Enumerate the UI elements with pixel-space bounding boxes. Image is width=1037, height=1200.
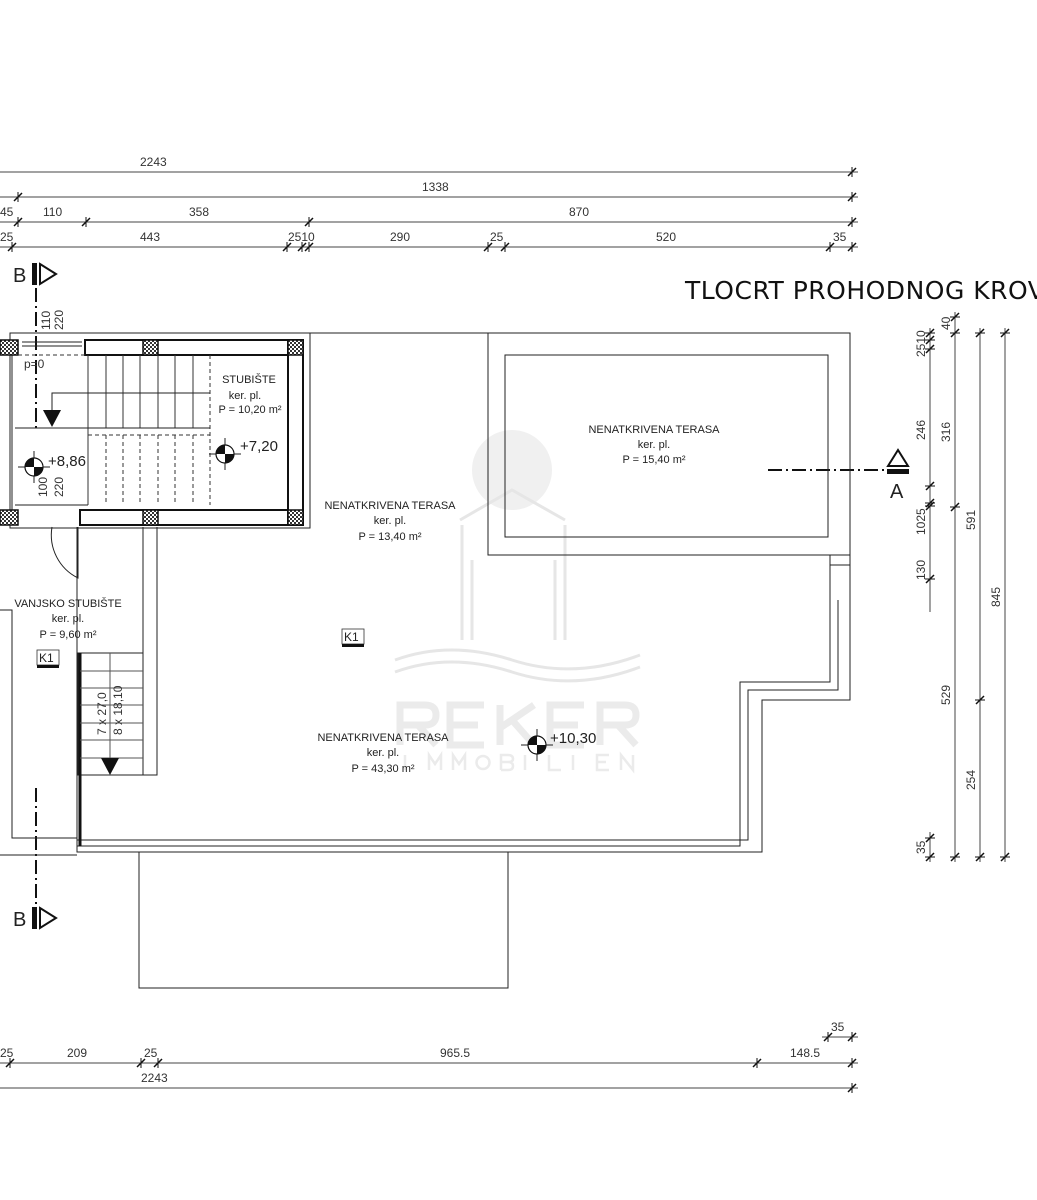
room-name: STUBIŠTE — [222, 373, 276, 386]
dim-label: 110 — [43, 205, 62, 219]
room-name: NENATKRIVENA TERASA — [324, 500, 456, 512]
room-terasa-15: NENATKRIVENA TERASA ker. pl. P = 15,40 m… — [588, 424, 720, 466]
room-floor: ker. pl. — [638, 439, 670, 451]
dim-label: 25 — [144, 1046, 158, 1060]
bottom-dimensions: 35 25 209 25 965.5 148.5 2243 — [0, 1020, 858, 1094]
dim-label: 965.5 — [440, 1046, 470, 1060]
dim-label: 1025 — [914, 508, 928, 535]
dim-label: 35 — [914, 840, 928, 854]
level-label: +8,86 — [48, 453, 86, 470]
dim-label: 316 — [939, 422, 953, 442]
dim-label: 358 — [189, 205, 209, 219]
dim-label: 220 — [52, 477, 66, 497]
dim-label: 209 — [67, 1046, 87, 1060]
section-marker-b-bottom: B — [13, 906, 58, 931]
dim-label: 100 — [36, 477, 50, 497]
stair-spec: 8 x 18,10 — [111, 685, 125, 735]
stair-spec: 7 x 27,0 — [95, 692, 109, 735]
dim-label: 2510 — [288, 230, 315, 244]
section-label: A — [890, 481, 904, 503]
dim-label: 591 — [964, 510, 978, 530]
dim-label: 148.5 — [790, 1046, 820, 1060]
room-floor: ker. pl. — [367, 747, 399, 759]
tag-k1: K1 — [36, 649, 60, 668]
stair-direction-arrow-icon — [43, 410, 61, 427]
dim-label: 870 — [569, 205, 589, 219]
dim-label: 25 — [0, 230, 14, 244]
room-name: VANJSKO STUBIŠTE — [14, 597, 121, 610]
room-area: P = 15,40 m² — [622, 454, 685, 466]
room-name: NENATKRIVENA TERASA — [317, 732, 449, 744]
section-marker-a: A — [886, 448, 910, 503]
watermark-logo — [394, 430, 641, 774]
dim-label: 520 — [656, 230, 676, 244]
dim-total-bottom: 2243 — [141, 1071, 168, 1085]
right-dimensions: 2510 246 1025 130 35 40 316 529 591 254 … — [914, 312, 1011, 862]
level-marker-icon — [208, 437, 242, 471]
dim-1338: 1338 — [422, 180, 449, 194]
dim-label: 443 — [140, 230, 160, 244]
drawing-title: TLOCRT PROHODNOG KROVA — [684, 276, 1037, 305]
tag-label: K1 — [39, 651, 54, 665]
dim-label: 290 — [390, 230, 410, 244]
dim-label: 254 — [964, 770, 978, 790]
section-marker-b-top: B — [13, 262, 58, 287]
room-floor: ker. pl. — [374, 515, 406, 527]
level-label: +7,20 — [240, 438, 278, 455]
dim-label: 845 — [989, 587, 1003, 607]
dim-label: 246 — [914, 420, 928, 440]
dim-label: 40 — [939, 316, 953, 330]
tag-k1: K1 — [341, 628, 365, 647]
dim-label: 130 — [914, 560, 928, 580]
dim-label: 35 — [831, 1020, 845, 1034]
room-terasa-43: NENATKRIVENA TERASA ker. pl. P = 43,30 m… — [317, 732, 449, 775]
stair-direction-arrow-icon — [101, 758, 119, 775]
staircase-room: p=0 110 220 100 220 STUBIŠTE ker. pl. P … — [0, 310, 311, 579]
room-area: P = 10,20 m² — [218, 404, 281, 416]
dim-label: 529 — [939, 685, 953, 705]
room-terasa-13: NENATKRIVENA TERASA ker. pl. P = 13,40 m… — [324, 500, 456, 543]
dim-label: 2510 — [914, 330, 928, 357]
level-label: +10,30 — [550, 730, 596, 747]
room-floor: ker. pl. — [52, 613, 84, 625]
dim-label: 110 — [39, 311, 53, 330]
room-name: NENATKRIVENA TERASA — [588, 424, 720, 436]
dim-label: 35 — [833, 230, 847, 244]
room-area: P = 9,60 m² — [40, 629, 97, 641]
slope-label: p=0 — [24, 357, 45, 371]
dim-total-top: 2243 — [140, 155, 167, 169]
room-area: P = 43,30 m² — [351, 763, 414, 775]
external-stair: 7 x 27,0 8 x 18,10 — [77, 652, 144, 846]
top-dimensions: 2243 1338 45 110 358 870 25 443 2510 290… — [0, 155, 858, 253]
section-label: B — [13, 909, 26, 931]
room-floor: ker. pl. — [229, 390, 261, 402]
dim-label: 45 — [0, 205, 14, 219]
tag-label: K1 — [344, 630, 359, 644]
room-vanjsko-stubiste: VANJSKO STUBIŠTE ker. pl. P = 9,60 m² — [14, 597, 121, 641]
dim-label: 25 — [490, 230, 504, 244]
roof-outline — [0, 332, 851, 989]
room-area: P = 13,40 m² — [358, 531, 421, 543]
section-label: B — [13, 265, 26, 287]
dim-label: 220 — [52, 310, 66, 330]
dim-label: 25 — [0, 1046, 14, 1060]
